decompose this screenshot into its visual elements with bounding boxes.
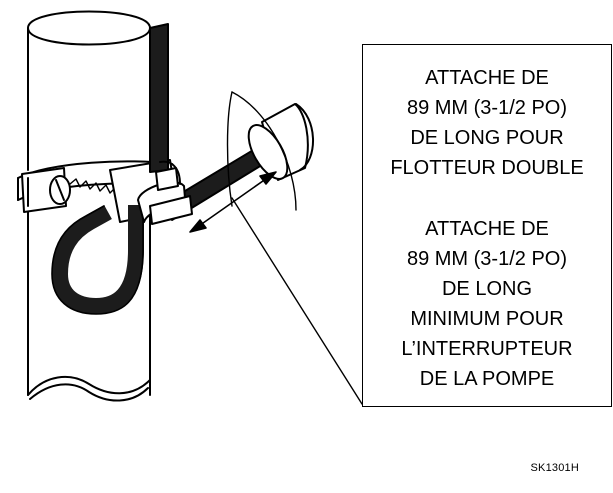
pump-switch-note: ATTACHE DE 89 MM (3-1/2 PO) DE LONG MINI…	[363, 214, 611, 394]
note-line: DE LONG	[441, 278, 533, 300]
tether-clip	[137, 160, 193, 225]
reference-code: SK1301H	[530, 462, 579, 474]
tank-arc	[231, 91, 297, 211]
note-line: FLOTTEUR DOUBLE	[390, 157, 584, 179]
note-line: ATTACHE DE	[425, 218, 549, 240]
note-line: 89 MM (3-1/2 PO)	[406, 97, 568, 119]
float	[247, 103, 314, 181]
callout-box: ATTACHE DE 89 MM (3-1/2 PO) DE LONG POUR…	[362, 44, 612, 407]
note-line: MINIMUM POUR	[410, 308, 564, 330]
leader-line	[231, 197, 363, 405]
note-line: ATTACHE DE	[425, 67, 549, 89]
note-line: DE LONG POUR	[410, 127, 564, 149]
note-line: L’INTERRUPTEUR	[401, 338, 573, 360]
note-line: 89 MM (3-1/2 PO)	[406, 248, 568, 270]
dimension-arrow	[189, 171, 277, 233]
double-float-note: ATTACHE DE 89 MM (3-1/2 PO) DE LONG POUR…	[363, 63, 611, 183]
note-line: DE LA POMPE	[419, 368, 555, 390]
